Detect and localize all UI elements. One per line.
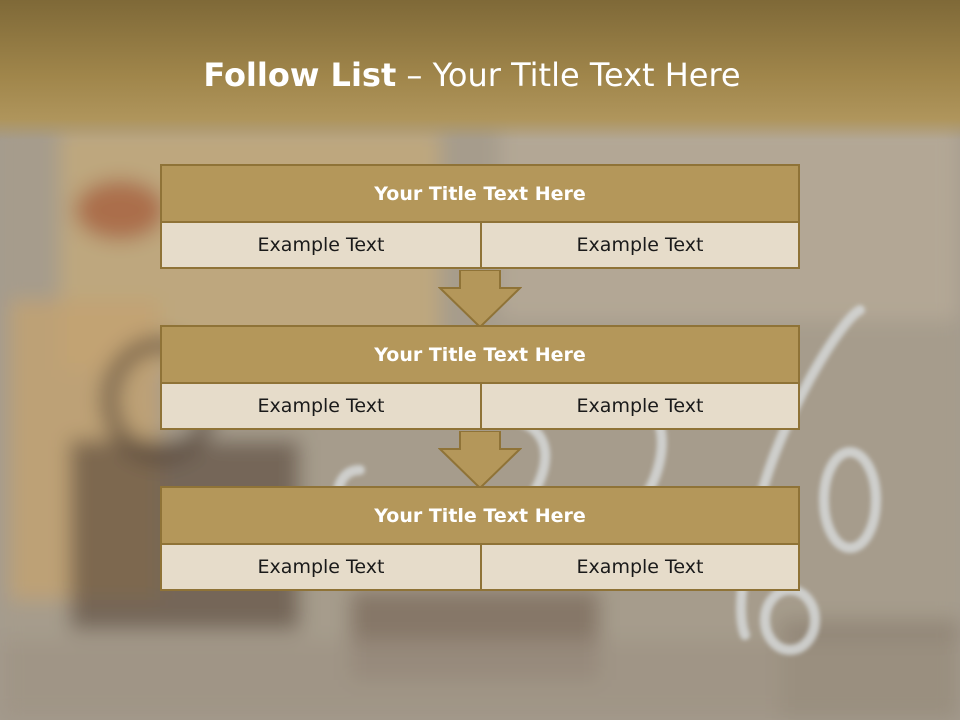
list-card-2: Your Title Text Here Example Text Exampl…: [160, 325, 800, 430]
card-cell-right: Example Text: [576, 556, 704, 578]
card-title: Your Title Text Here: [162, 327, 798, 384]
list-card-3: Your Title Text Here Example Text Exampl…: [160, 486, 800, 591]
card-cell-left: Example Text: [162, 545, 482, 589]
card-title: Your Title Text Here: [162, 488, 798, 545]
card-cell-right: Example Text: [576, 395, 704, 417]
down-arrow-icon: [438, 431, 522, 489]
card-title: Your Title Text Here: [162, 166, 798, 223]
card-cell-right: Example Text: [576, 234, 704, 256]
slide-title: Follow List – Your Title Text Here: [0, 56, 944, 94]
card-cell-left: Example Text: [162, 223, 482, 267]
title-bold: Follow List: [203, 56, 397, 94]
title-rest: – Your Title Text Here: [396, 56, 741, 94]
down-arrow-icon: [438, 270, 522, 328]
header-band: [0, 0, 960, 140]
card-cell-left: Example Text: [162, 384, 482, 428]
list-card-1: Your Title Text Here Example Text Exampl…: [160, 164, 800, 269]
